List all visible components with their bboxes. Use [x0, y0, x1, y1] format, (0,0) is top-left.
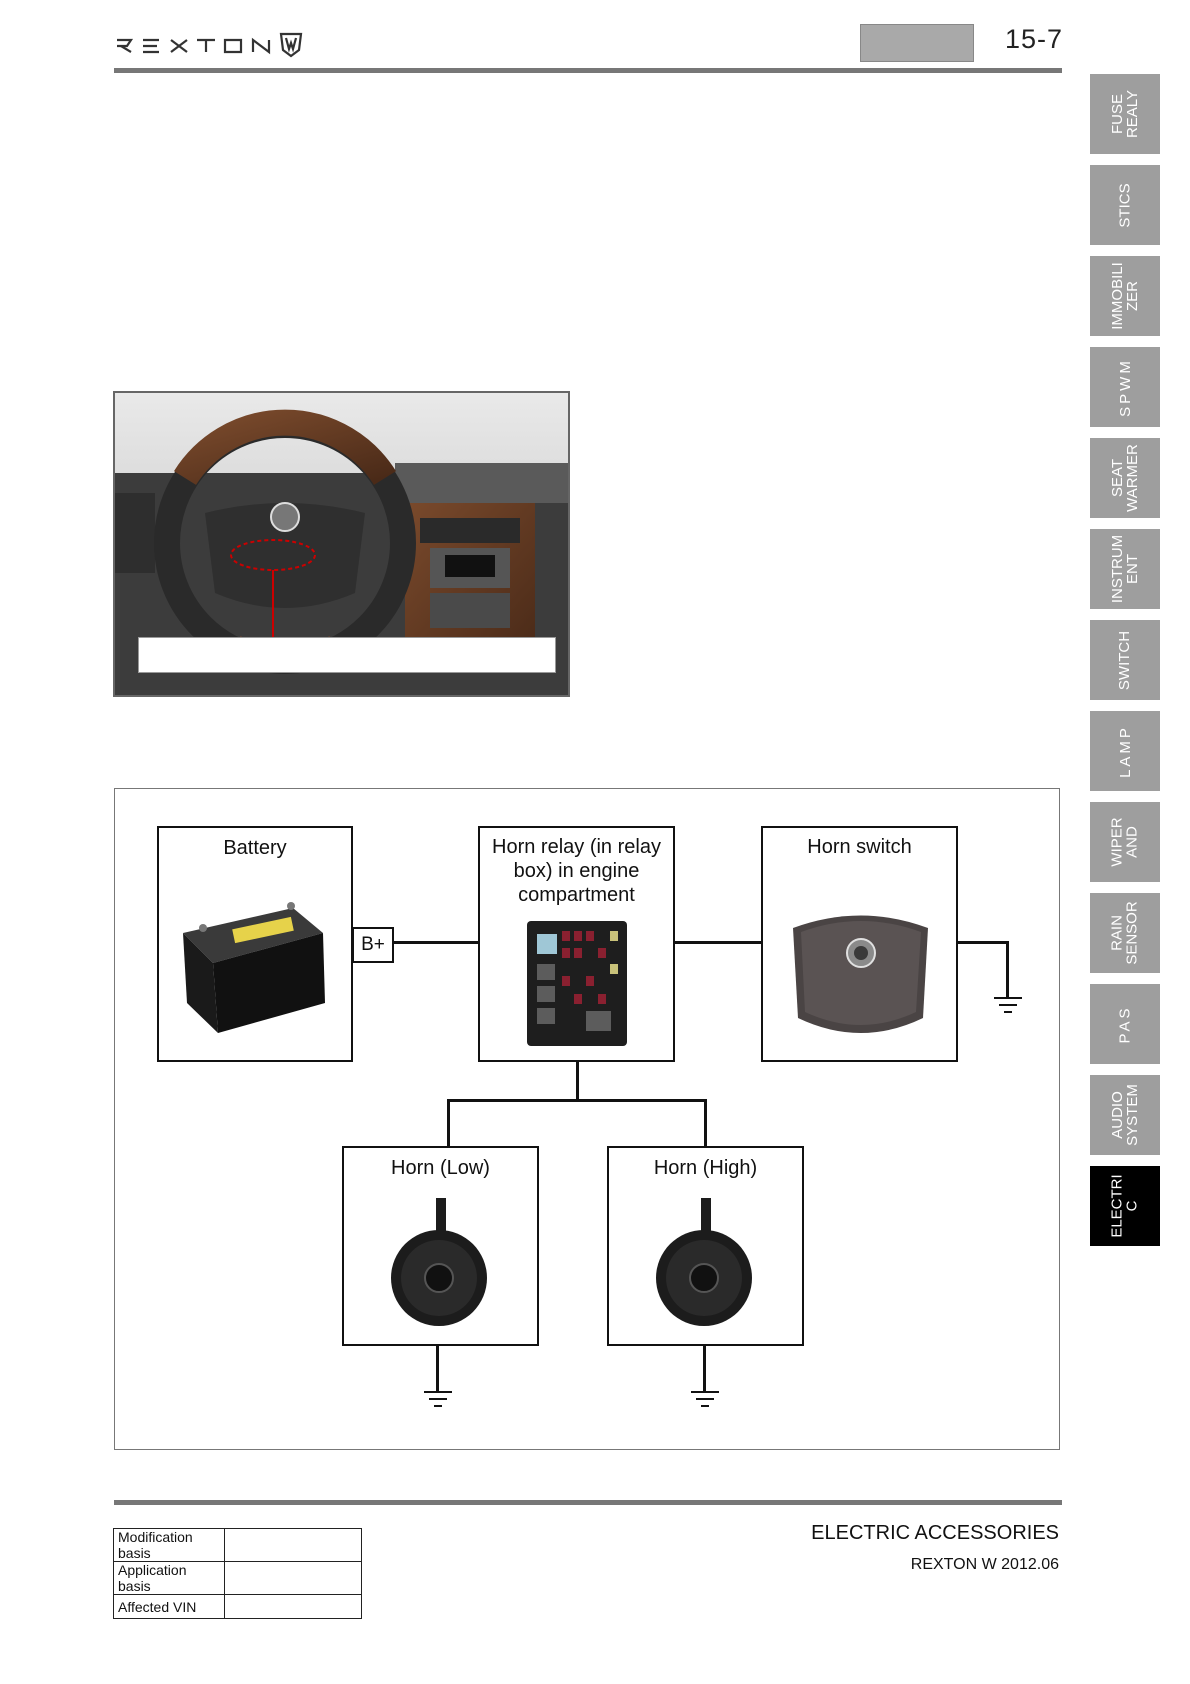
wire-relay-switch — [672, 941, 762, 944]
page-number: 15-7 — [1005, 24, 1064, 54]
tab-label: IMMOBILI ZER — [1108, 262, 1141, 330]
wire-horn-low-ground — [436, 1342, 439, 1392]
wire-horn-high-ground — [703, 1342, 706, 1392]
horn-high-label: Horn (High) — [653, 1157, 758, 1179]
horn-low-box: Horn (Low) — [342, 1146, 539, 1346]
tab-audio-system[interactable]: AUDIO SYSTEM — [1090, 1075, 1160, 1155]
ground-icon — [994, 997, 1022, 1013]
tab-pas[interactable]: PAS — [1090, 984, 1160, 1064]
horn-low-label: Horn (Low) — [391, 1157, 490, 1179]
dashboard-illustration — [115, 393, 568, 695]
tab-label: PAS — [1116, 1005, 1134, 1043]
tab-label: STICS — [1116, 182, 1134, 228]
tab-seat-warmer[interactable]: SEAT WARMER — [1090, 438, 1160, 518]
section-title: ELECTRIC ACCESSORIES — [811, 1522, 1059, 1544]
horn-circuit-diagram — [114, 788, 1060, 1450]
wire-switch-ground — [954, 941, 1008, 944]
model-date: REXTON W 2012.06 — [910, 1556, 1059, 1573]
ground-icon — [424, 1391, 452, 1407]
tab-immobilizer[interactable]: IMMOBILI ZER — [1090, 256, 1160, 336]
ground-icon — [691, 1391, 719, 1407]
tab-switch[interactable]: SWITCH — [1090, 620, 1160, 700]
wire-to-horn-low — [447, 1099, 450, 1146]
rexton-logo — [117, 32, 303, 58]
tab-spwm[interactable]: SPWM — [1090, 347, 1160, 427]
tab-label: ELECTRI C — [1108, 1174, 1141, 1238]
battery-label: Battery — [223, 837, 287, 859]
table-key: Modification basis — [113, 1528, 225, 1562]
tab-fuse-relay[interactable]: FUSE REALY — [1090, 74, 1160, 154]
table-value — [224, 1528, 362, 1562]
tab-label: FUSE REALY — [1108, 89, 1141, 139]
tab-label: LAMP — [1116, 724, 1134, 778]
tab-diagnostics[interactable]: STICS — [1090, 165, 1160, 245]
tab-label: RAIN SENSOR — [1108, 901, 1141, 965]
tab-label: WIPER AND — [1108, 817, 1141, 867]
table-row: Application basis — [113, 1561, 362, 1595]
wire-relay-down — [576, 1060, 579, 1100]
footer-rule — [114, 1500, 1062, 1505]
table-key: Application basis — [113, 1561, 225, 1595]
relay-box-icon — [527, 921, 627, 1046]
header-rule — [114, 68, 1062, 73]
tab-instrument[interactable]: INSTRUM ENT — [1090, 529, 1160, 609]
wire-horn-bus — [447, 1099, 707, 1102]
tab-label: AUDIO SYSTEM — [1109, 1084, 1141, 1146]
table-row: Affected VIN — [113, 1594, 362, 1619]
tab-electric[interactable]: ELECTRI C — [1090, 1166, 1160, 1246]
horn-switch-box: Horn switch — [761, 826, 958, 1062]
tab-wiper[interactable]: WIPER AND — [1090, 802, 1160, 882]
battery-box: Battery — [157, 826, 353, 1062]
relay-label: Horn relay (in relay box) in engine comp… — [492, 836, 661, 906]
tab-lamp[interactable]: LAMP — [1090, 711, 1160, 791]
horn-icon — [656, 1198, 752, 1326]
table-value — [224, 1594, 362, 1619]
horn-icon — [391, 1198, 487, 1326]
tab-label: SPWM — [1116, 357, 1134, 417]
photo-caption-box — [138, 637, 556, 673]
tab-rain-sensor[interactable]: RAIN SENSOR — [1090, 893, 1160, 973]
steering-wheel-photo — [113, 391, 570, 697]
revision-info-table: Modification basis Application basis Aff… — [113, 1528, 362, 1619]
bplus-terminal: B+ — [352, 927, 394, 963]
wire-switch-ground-drop — [1006, 941, 1009, 999]
horn-pad-icon — [793, 915, 928, 1033]
battery-icon — [183, 902, 325, 1033]
horn-switch-label: Horn switch — [807, 836, 912, 858]
horn-high-box: Horn (High) — [607, 1146, 804, 1346]
table-row: Modification basis — [113, 1528, 362, 1562]
relay-box: Horn relay (in relay box) in engine comp… — [478, 826, 675, 1062]
header-gray-block — [860, 24, 974, 62]
table-value — [224, 1561, 362, 1595]
wire-bplus-relay — [390, 941, 480, 944]
table-key: Affected VIN — [113, 1594, 225, 1619]
tab-label: SEAT WARMER — [1109, 444, 1141, 512]
wire-to-horn-high — [704, 1099, 707, 1146]
tab-label: SWITCH — [1116, 630, 1134, 690]
tab-label: INSTRUM ENT — [1108, 534, 1141, 604]
